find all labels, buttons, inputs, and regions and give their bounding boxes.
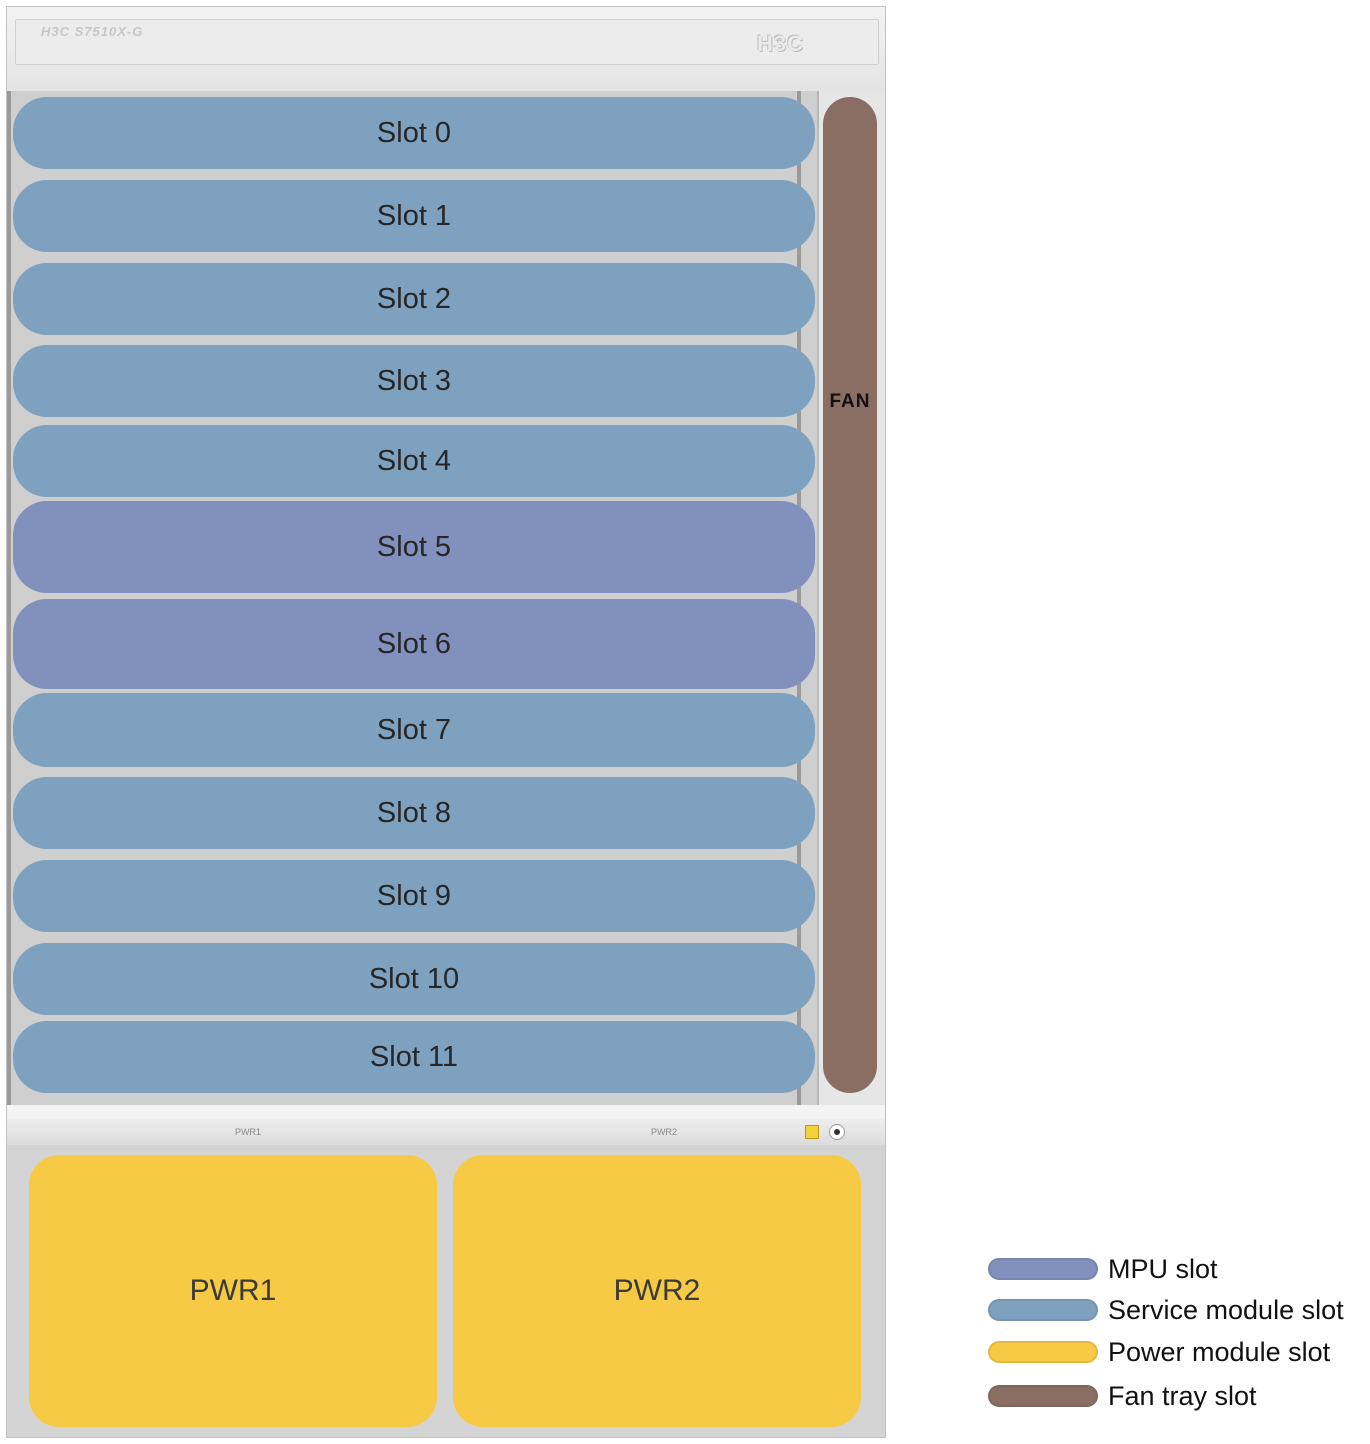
slot-4[interactable]: Slot 4	[13, 425, 815, 497]
legend-swatch	[988, 1385, 1098, 1407]
power-slot-label: PWR1	[189, 1274, 277, 1307]
slot-label: Slot 2	[376, 282, 452, 315]
power-slot-label: PWR2	[613, 1274, 701, 1307]
legend-label: Fan tray slot	[1108, 1380, 1257, 1411]
brand-logo: H3C	[757, 31, 805, 56]
cage-rail-right	[797, 91, 801, 1105]
ground-terminal-icon	[829, 1124, 845, 1140]
power-slot-pwr1[interactable]: PWR1	[29, 1155, 437, 1427]
slot-label: Slot 7	[376, 713, 452, 746]
slot-label: Slot 0	[376, 116, 452, 149]
slot-3[interactable]: Slot 3	[13, 345, 815, 417]
slot-6[interactable]: Slot 6	[13, 599, 815, 689]
chassis-divider	[7, 1105, 885, 1119]
slot-label: Slot 11	[369, 1040, 459, 1073]
slot-label: Slot 3	[376, 364, 452, 397]
legend-label: MPU slot	[1108, 1253, 1218, 1284]
slot-label: Slot 10	[368, 962, 460, 995]
power-header: PWR1 PWR2	[7, 1119, 885, 1146]
slot-2[interactable]: Slot 2	[13, 263, 815, 335]
legend-item-fan: Fan tray slot	[988, 1381, 1257, 1411]
slot-5[interactable]: Slot 5	[13, 501, 815, 593]
slot-1[interactable]: Slot 1	[13, 180, 815, 252]
warning-icon	[805, 1125, 819, 1139]
top-bezel	[15, 19, 879, 65]
legend-swatch	[988, 1299, 1098, 1321]
slot-7[interactable]: Slot 7	[13, 693, 815, 767]
pwr1-tag: PWR1	[235, 1127, 262, 1137]
legend-item-service: Service module slot	[988, 1295, 1344, 1325]
legend-label: Service module slot	[1108, 1294, 1344, 1325]
slot-8[interactable]: Slot 8	[13, 777, 815, 849]
legend-item-power: Power module slot	[988, 1337, 1330, 1367]
power-slot-pwr2[interactable]: PWR2	[453, 1155, 861, 1427]
slot-label: Slot 6	[376, 627, 452, 660]
legend-item-mpu: MPU slot	[988, 1254, 1218, 1284]
slot-label: Slot 4	[376, 444, 452, 477]
pwr2-tag: PWR2	[651, 1127, 678, 1137]
chassis-top-panel: H3C S7510X-G H3C	[7, 7, 885, 92]
fan-tray-slot[interactable]: FAN	[823, 97, 877, 1093]
legend-swatch	[988, 1341, 1098, 1363]
legend-swatch	[988, 1258, 1098, 1280]
slot-9[interactable]: Slot 9	[13, 860, 815, 932]
slot-label: Slot 9	[376, 879, 452, 912]
slot-label: Slot 5	[376, 530, 452, 563]
slot-label: Slot 8	[376, 796, 452, 829]
slot-label: Slot 1	[376, 199, 452, 232]
switch-chassis: H3C S7510X-G H3C Slot 0 Slot 1 Slot 2 Sl…	[6, 6, 886, 1438]
slot-10[interactable]: Slot 10	[13, 943, 815, 1015]
slot-11[interactable]: Slot 11	[13, 1021, 815, 1093]
slot-0[interactable]: Slot 0	[13, 97, 815, 169]
legend-label: Power module slot	[1108, 1336, 1331, 1367]
model-label: H3C S7510X-G	[41, 24, 144, 39]
cage-rail-left	[7, 91, 11, 1105]
fan-label: FAN	[829, 391, 871, 412]
